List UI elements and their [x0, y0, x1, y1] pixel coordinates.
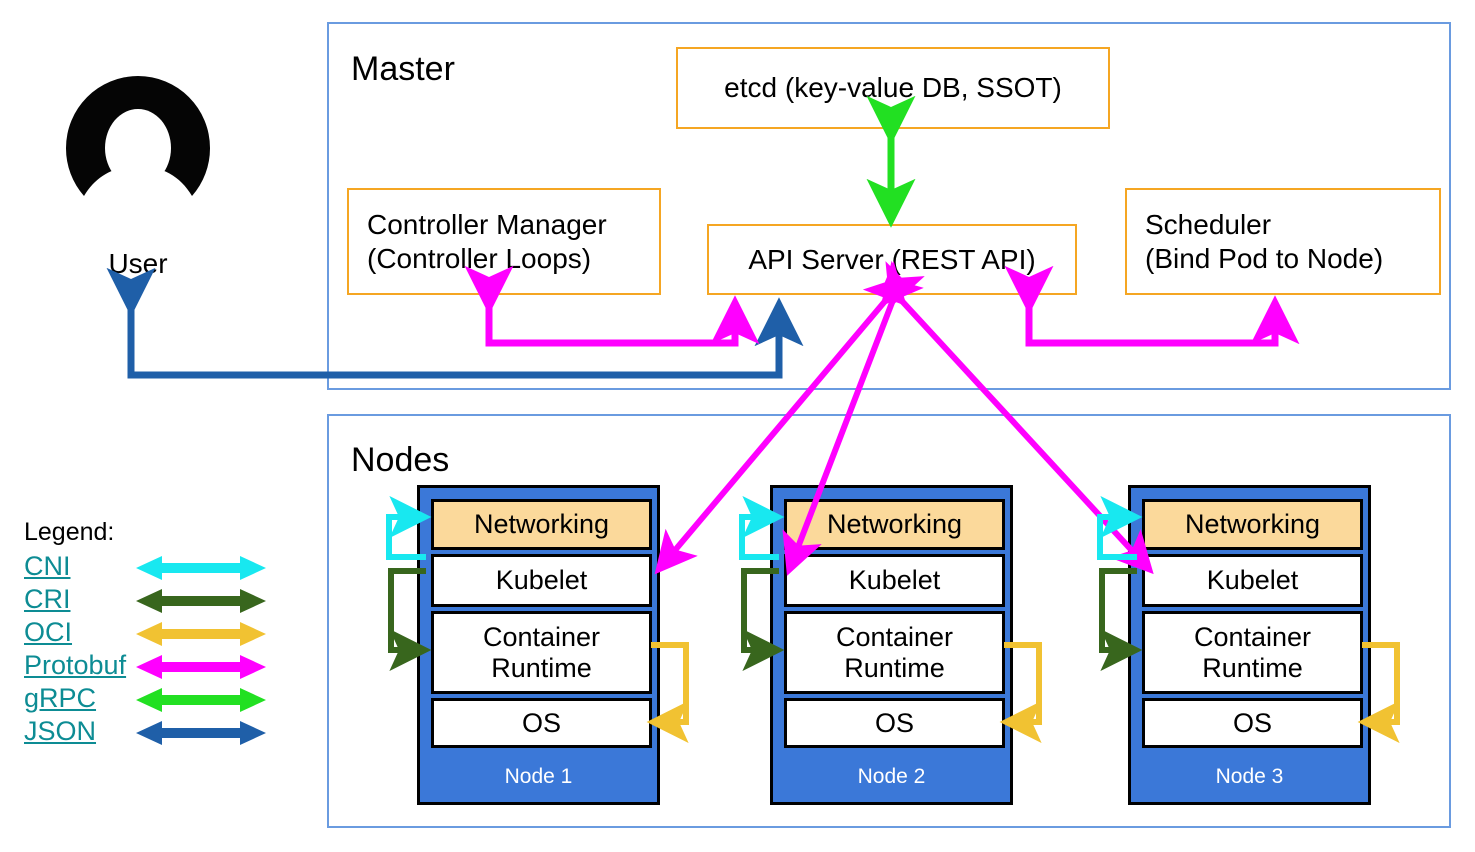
container-runtime-label: Container Runtime: [836, 622, 953, 682]
networking-label: Networking: [473, 509, 610, 540]
legend-arrow-protobuf-icon: [136, 654, 266, 685]
os-label: OS: [1232, 707, 1272, 738]
legend-link-cni[interactable]: CNI: [24, 551, 71, 581]
legend-link-protobuf[interactable]: Protobuf: [24, 650, 127, 680]
controller-manager-line1: Controller Manager: [367, 209, 607, 241]
legend-row-protobuf[interactable]: Protobuf: [24, 652, 279, 683]
user-avatar-icon: [62, 72, 214, 224]
legend-link-cri[interactable]: CRI: [24, 584, 71, 614]
legend: Legend: CNI CRI OCI: [24, 518, 304, 745]
node-layer-networking[interactable]: Networking: [784, 499, 1005, 550]
legend-link-json[interactable]: JSON: [24, 716, 97, 746]
container-runtime-line2: Runtime: [844, 652, 945, 683]
legend-arrow-grpc-icon: [136, 687, 266, 718]
api-server-box[interactable]: API Server (REST API): [707, 224, 1077, 295]
os-label: OS: [521, 707, 561, 738]
container-runtime-line2: Runtime: [491, 652, 592, 683]
nodes-title: Nodes: [351, 441, 450, 479]
node-layer-networking[interactable]: Networking: [431, 499, 652, 550]
container-runtime-line2: Runtime: [1202, 652, 1303, 683]
scheduler-line1: Scheduler: [1145, 209, 1272, 241]
container-runtime-line1: Container: [1193, 622, 1312, 653]
os-label: OS: [874, 707, 914, 738]
api-server-label: API Server (REST API): [748, 243, 1036, 275]
node-layer-os[interactable]: OS: [431, 698, 652, 748]
legend-arrow-cri-icon: [136, 588, 266, 619]
controller-manager-line2: (Controller Loops): [367, 242, 592, 274]
networking-label: Networking: [1184, 509, 1321, 540]
container-runtime-label: Container Runtime: [483, 622, 600, 682]
kubelet-label: Kubelet: [495, 565, 588, 596]
container-runtime-line1: Container: [835, 622, 954, 653]
legend-heading: Legend:: [24, 518, 115, 546]
node-layer-networking[interactable]: Networking: [1142, 499, 1363, 550]
legend-link-oci[interactable]: OCI: [24, 617, 73, 647]
scheduler-line2: (Bind Pod to Node): [1145, 242, 1384, 274]
scheduler-label: Scheduler (Bind Pod to Node): [1145, 208, 1383, 274]
node-card[interactable]: Networking Kubelet Container Runtime OS …: [417, 485, 660, 805]
legend-row-cri[interactable]: CRI: [24, 586, 279, 617]
container-runtime-line1: Container: [482, 622, 601, 653]
node-layer-container-runtime[interactable]: Container Runtime: [431, 611, 652, 694]
controller-manager-label: Controller Manager (Controller Loops): [367, 208, 607, 274]
legend-row-cni[interactable]: CNI: [24, 553, 279, 584]
node-name-label: Node 2: [857, 765, 926, 788]
legend-arrow-json-icon: [136, 720, 266, 751]
node-name-label: Node 1: [504, 765, 573, 788]
legend-arrow-oci-icon: [136, 621, 266, 652]
node-layer-container-runtime[interactable]: Container Runtime: [1142, 611, 1363, 694]
etcd-box[interactable]: etcd (key-value DB, SSOT): [676, 47, 1110, 129]
controller-manager-box[interactable]: Controller Manager (Controller Loops): [347, 188, 661, 295]
node-layer-kubelet[interactable]: Kubelet: [431, 554, 652, 607]
legend-link-grpc[interactable]: gRPC: [24, 683, 97, 713]
node-layer-kubelet[interactable]: Kubelet: [1142, 554, 1363, 607]
node-layer-container-runtime[interactable]: Container Runtime: [784, 611, 1005, 694]
node-layer-kubelet[interactable]: Kubelet: [784, 554, 1005, 607]
kubelet-label: Kubelet: [848, 565, 941, 596]
etcd-label: etcd (key-value DB, SSOT): [724, 72, 1062, 104]
scheduler-box[interactable]: Scheduler (Bind Pod to Node): [1125, 188, 1441, 295]
node-name-label: Node 3: [1215, 765, 1284, 788]
legend-arrow-cni-icon: [136, 555, 266, 586]
legend-row-grpc[interactable]: gRPC: [24, 685, 279, 716]
kubelet-label: Kubelet: [1206, 565, 1299, 596]
legend-row-oci[interactable]: OCI: [24, 619, 279, 650]
container-runtime-label: Container Runtime: [1194, 622, 1311, 682]
legend-row-json[interactable]: JSON: [24, 718, 279, 749]
node-layer-os[interactable]: OS: [1142, 698, 1363, 748]
node-card[interactable]: Networking Kubelet Container Runtime OS …: [770, 485, 1013, 805]
node-layer-os[interactable]: OS: [784, 698, 1005, 748]
node-card[interactable]: Networking Kubelet Container Runtime OS …: [1128, 485, 1371, 805]
user-label: User: [108, 248, 168, 279]
networking-label: Networking: [826, 509, 963, 540]
master-title: Master: [351, 50, 455, 88]
